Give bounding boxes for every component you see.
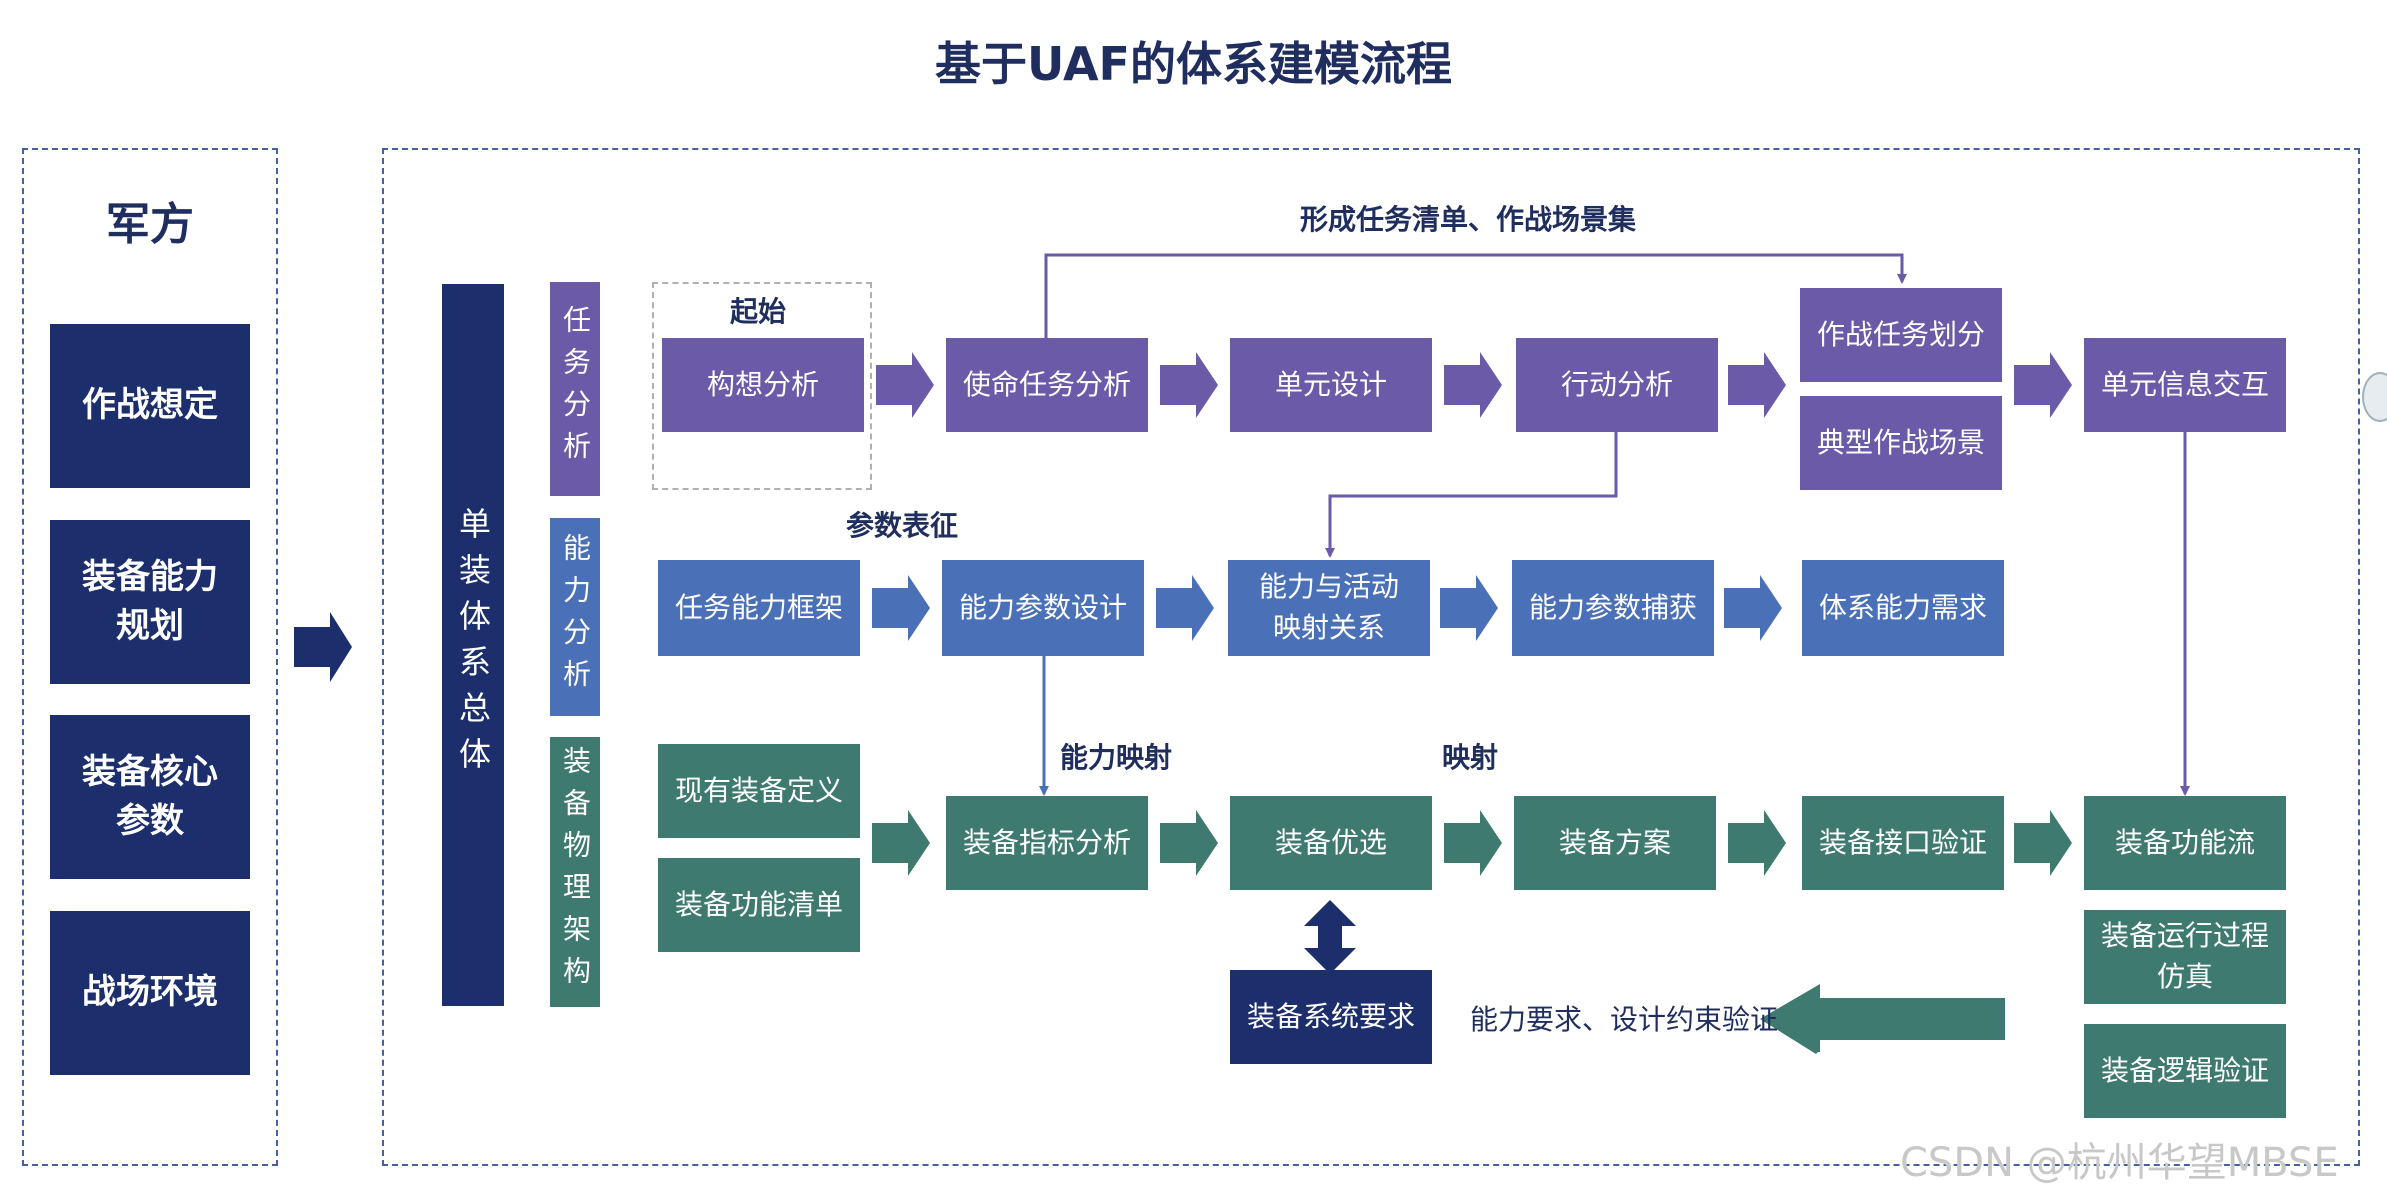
military-item-battlefield: 战场环境 xyxy=(50,911,250,1075)
row-label-mission-text: 任务分析 xyxy=(559,305,592,473)
arrow-m5-m6 xyxy=(2014,352,2072,418)
row-label-mission: 任务分析 xyxy=(550,282,600,496)
arrow-c2-c3 xyxy=(1156,575,1214,641)
row-label-capability: 能力分析 xyxy=(550,518,600,716)
note-parameter-characterization: 参数表征 xyxy=(846,509,959,542)
military-item-capability-planning: 装备能力 规划 xyxy=(50,520,250,684)
box-equipment-function-list: 装备功能清单 xyxy=(658,858,860,952)
box-combat-task-division: 作战任务划分 xyxy=(1800,288,2002,382)
box-capability-activity-mapping: 能力与活动 映射关系 xyxy=(1228,560,1430,656)
military-panel xyxy=(22,148,278,1166)
box-capability-parameter-design: 能力参数设计 xyxy=(942,560,1144,656)
main-panel xyxy=(382,148,2360,1166)
note-feedback-verification: 能力要求、设计约束验证 xyxy=(1470,1003,1779,1036)
mission-loop-line xyxy=(1044,253,1907,338)
arrow-c3-c4 xyxy=(1440,575,1498,641)
note-capability-mapping: 能力映射 xyxy=(1060,741,1173,774)
box-system-capability-requirement: 体系能力需求 xyxy=(1802,560,2004,656)
start-label: 起始 xyxy=(730,295,787,328)
military-heading: 军方 xyxy=(106,199,194,250)
system-label-bar: 单装体系总体 xyxy=(442,284,504,1006)
note-task-list: 形成任务清单、作战场景集 xyxy=(1300,203,1637,236)
military-item-scenario: 作战想定 xyxy=(50,324,250,488)
arrow-c4-c5 xyxy=(1724,575,1782,641)
start-frame xyxy=(652,282,872,490)
action-to-mapping-line xyxy=(1325,432,1618,558)
arrow-e2-e3 xyxy=(1444,810,1502,876)
double-arrow-selection-requirement xyxy=(1304,900,1356,974)
page-title: 基于UAF的体系建模流程 xyxy=(935,37,1452,91)
arrow-m2-m3 xyxy=(1160,352,1218,418)
box-task-capability-framework: 任务能力框架 xyxy=(658,560,860,656)
box-typical-scenario: 典型作战场景 xyxy=(1800,396,2002,490)
row-label-capability-text: 能力分析 xyxy=(559,533,592,701)
watermark: CSDN @杭州华望MBSE xyxy=(1900,1140,2339,1186)
arrow-e3-e4 xyxy=(1728,810,1786,876)
arrow-c1-c2 xyxy=(872,575,930,641)
box-equipment-operation-simulation: 装备运行过程 仿真 xyxy=(2084,910,2286,1004)
box-unit-design: 单元设计 xyxy=(1230,338,1432,432)
arrow-m3-m4 xyxy=(1444,352,1502,418)
box-existing-equipment-definition: 现有装备定义 xyxy=(658,744,860,838)
note-mapping: 映射 xyxy=(1442,741,1499,774)
arrow-m4-m5 xyxy=(1728,352,1786,418)
box-mission-task-analysis: 使命任务分析 xyxy=(946,338,1148,432)
row-label-equipment: 装备物理架构 xyxy=(550,737,600,1007)
box-action-analysis: 行动分析 xyxy=(1516,338,1718,432)
box-capability-parameter-capture: 能力参数捕获 xyxy=(1512,560,1714,656)
box-unit-info-exchange: 单元信息交互 xyxy=(2084,338,2286,432)
arrow-e0-e1 xyxy=(872,810,930,876)
box-equipment-selection: 装备优选 xyxy=(1230,796,1432,890)
box-concept-analysis: 构想分析 xyxy=(662,338,864,432)
row-label-equipment-text: 装备物理架构 xyxy=(559,746,592,998)
box-equipment-plan: 装备方案 xyxy=(1514,796,1716,890)
system-label: 单装体系总体 xyxy=(454,507,492,783)
arrow-e4-e5 xyxy=(2014,810,2072,876)
military-item-core-parameters: 装备核心 参数 xyxy=(50,715,250,879)
feedback-arrow xyxy=(1760,984,2005,1054)
arrow-e1-e2 xyxy=(1160,810,1218,876)
box-equipment-index-analysis: 装备指标分析 xyxy=(946,796,1148,890)
box-equipment-interface-verification: 装备接口验证 xyxy=(1802,796,2004,890)
arrow-m1-m2 xyxy=(876,352,934,418)
box-equipment-logic-verification: 装备逻辑验证 xyxy=(2084,1024,2286,1118)
box-equipment-function-flow: 装备功能流 xyxy=(2084,796,2286,890)
main-flow-arrow xyxy=(294,612,352,682)
box-equipment-system-requirement: 装备系统要求 xyxy=(1230,970,1432,1064)
floating-assistant-icon[interactable] xyxy=(2362,372,2387,422)
